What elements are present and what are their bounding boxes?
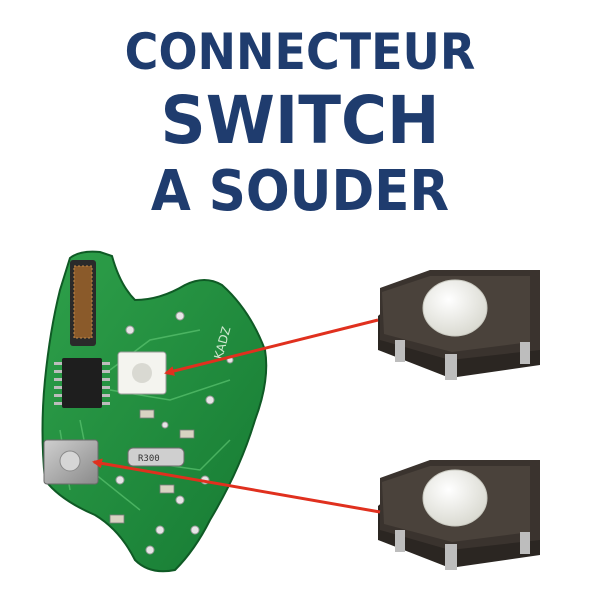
title-line-3: A SOUDER [150,159,450,224]
title-line-2: SWITCH [160,82,440,159]
title-line-1: CONNECTEUR [124,23,476,81]
tactile-switch-top [378,270,540,380]
circuit-board-icon: R300 KADZ [41,250,268,573]
tactile-switch-bottom [378,460,540,570]
arrow-bottom [92,458,381,514]
product-illustration: R300 KADZ [41,250,540,573]
arrow-top [164,318,379,376]
svg-text:R300: R300 [138,454,160,464]
